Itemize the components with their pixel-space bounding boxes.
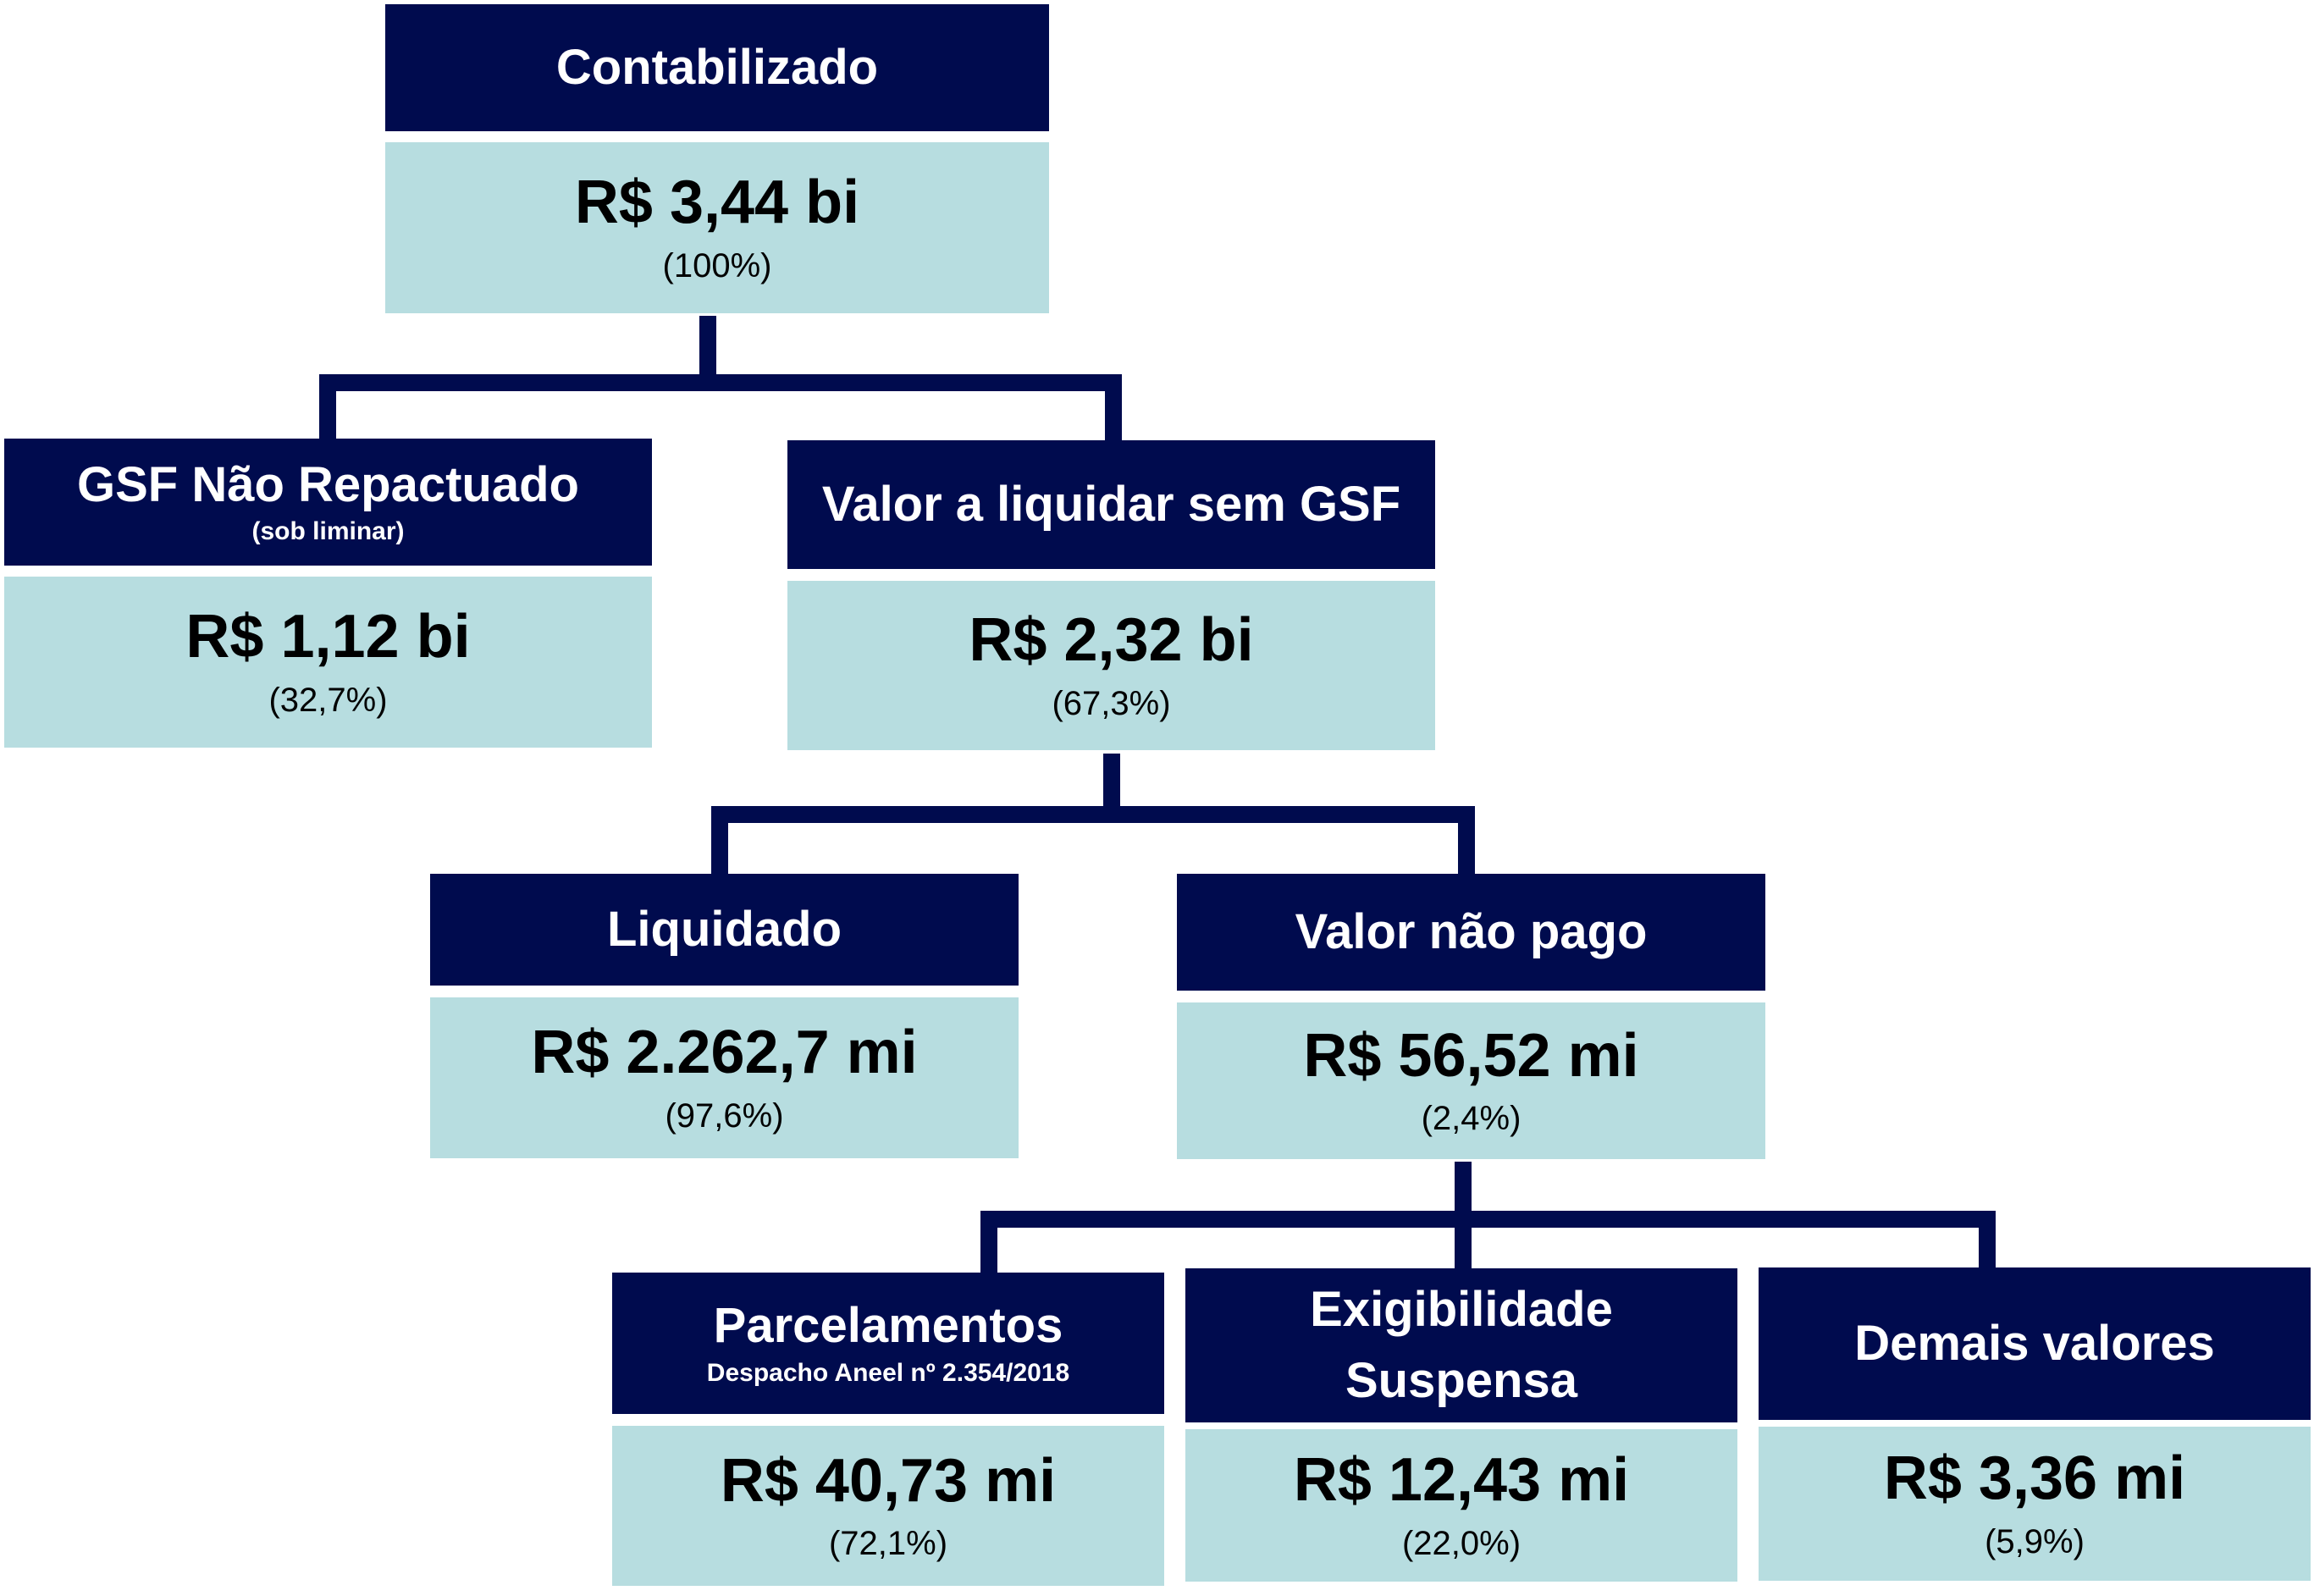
node-valor-nao-pago: Valor não pago R$ 56,52 mi (2,4%): [1177, 874, 1765, 1159]
node-title: Contabilizado: [555, 39, 879, 95]
node-value: R$ 3,36 mi: [1883, 1444, 2186, 1513]
node-header: Valor não pago: [1177, 874, 1765, 991]
node-percent: (72,1%): [828, 1525, 948, 1563]
node-header: Contabilizado: [385, 4, 1049, 131]
node-header: Demais valores: [1759, 1267, 2311, 1420]
node-percent: (67,3%): [1052, 684, 1171, 722]
node-value: R$ 1,12 bi: [185, 603, 471, 671]
node-header: Exigibilidade Suspensa: [1185, 1268, 1737, 1422]
node-title: Liquidado: [606, 901, 842, 957]
node-value: R$ 40,73 mi: [720, 1446, 1057, 1515]
node-value-box: R$ 1,12 bi (32,7%): [4, 577, 652, 748]
node-gsf-nao-repactuado: GSF Não Repactuado (sob liminar) R$ 1,12…: [4, 439, 652, 748]
node-title-line-2: Suspensa: [1345, 1353, 1577, 1408]
node-parcelamentos: Parcelamentos Despacho Aneel nº 2.354/20…: [612, 1273, 1164, 1586]
node-value: R$ 56,52 mi: [1303, 1021, 1639, 1090]
node-value-box: R$ 3,36 mi (5,9%): [1759, 1427, 2311, 1581]
node-contabilizado: Contabilizado R$ 3,44 bi (100%): [385, 4, 1049, 313]
node-exigibilidade-suspensa: Exigibilidade Suspensa R$ 12,43 mi (22,0…: [1185, 1268, 1737, 1582]
node-percent: (22,0%): [1401, 1524, 1521, 1562]
node-demais-valores: Demais valores R$ 3,36 mi (5,9%): [1759, 1267, 2311, 1581]
node-value-box: R$ 2.262,7 mi (97,6%): [430, 997, 1019, 1158]
node-title: Valor a liquidar sem GSF: [821, 476, 1401, 532]
node-subtitle: Despacho Aneel nº 2.354/2018: [706, 1358, 1070, 1387]
node-title-line-1: Exigibilidade: [1310, 1281, 1613, 1337]
node-value-box: R$ 2,32 bi (67,3%): [787, 581, 1435, 750]
node-value: R$ 12,43 mi: [1293, 1446, 1630, 1515]
node-title: Valor não pago: [1295, 903, 1648, 959]
node-subtitle: (sob liminar): [251, 517, 405, 546]
node-title: Parcelamentos: [713, 1298, 1063, 1354]
node-percent: (2,4%): [1421, 1100, 1521, 1138]
node-liquidado: Liquidado R$ 2.262,7 mi (97,6%): [430, 874, 1019, 1158]
node-value: R$ 2,32 bi: [969, 606, 1254, 675]
node-title: GSF Não Repactuado: [77, 456, 579, 512]
node-value-box: R$ 40,73 mi (72,1%): [612, 1426, 1164, 1586]
node-value: R$ 2.262,7 mi: [531, 1019, 918, 1087]
node-header: Liquidado: [430, 874, 1019, 986]
node-header: GSF Não Repactuado (sob liminar): [4, 439, 652, 566]
node-title: Demais valores: [1854, 1315, 2215, 1371]
node-value-box: R$ 56,52 mi (2,4%): [1177, 1002, 1765, 1159]
node-value: R$ 3,44 bi: [574, 168, 860, 237]
node-percent: (32,7%): [268, 681, 388, 719]
node-value-box: R$ 12,43 mi (22,0%): [1185, 1429, 1737, 1582]
node-value-box: R$ 3,44 bi (100%): [385, 142, 1049, 313]
node-percent: (100%): [662, 246, 772, 284]
node-header: Parcelamentos Despacho Aneel nº 2.354/20…: [612, 1273, 1164, 1414]
node-valor-a-liquidar: Valor a liquidar sem GSF R$ 2,32 bi (67,…: [787, 440, 1435, 750]
node-percent: (5,9%): [1985, 1522, 2085, 1560]
node-header: Valor a liquidar sem GSF: [787, 440, 1435, 569]
node-percent: (97,6%): [665, 1096, 784, 1135]
